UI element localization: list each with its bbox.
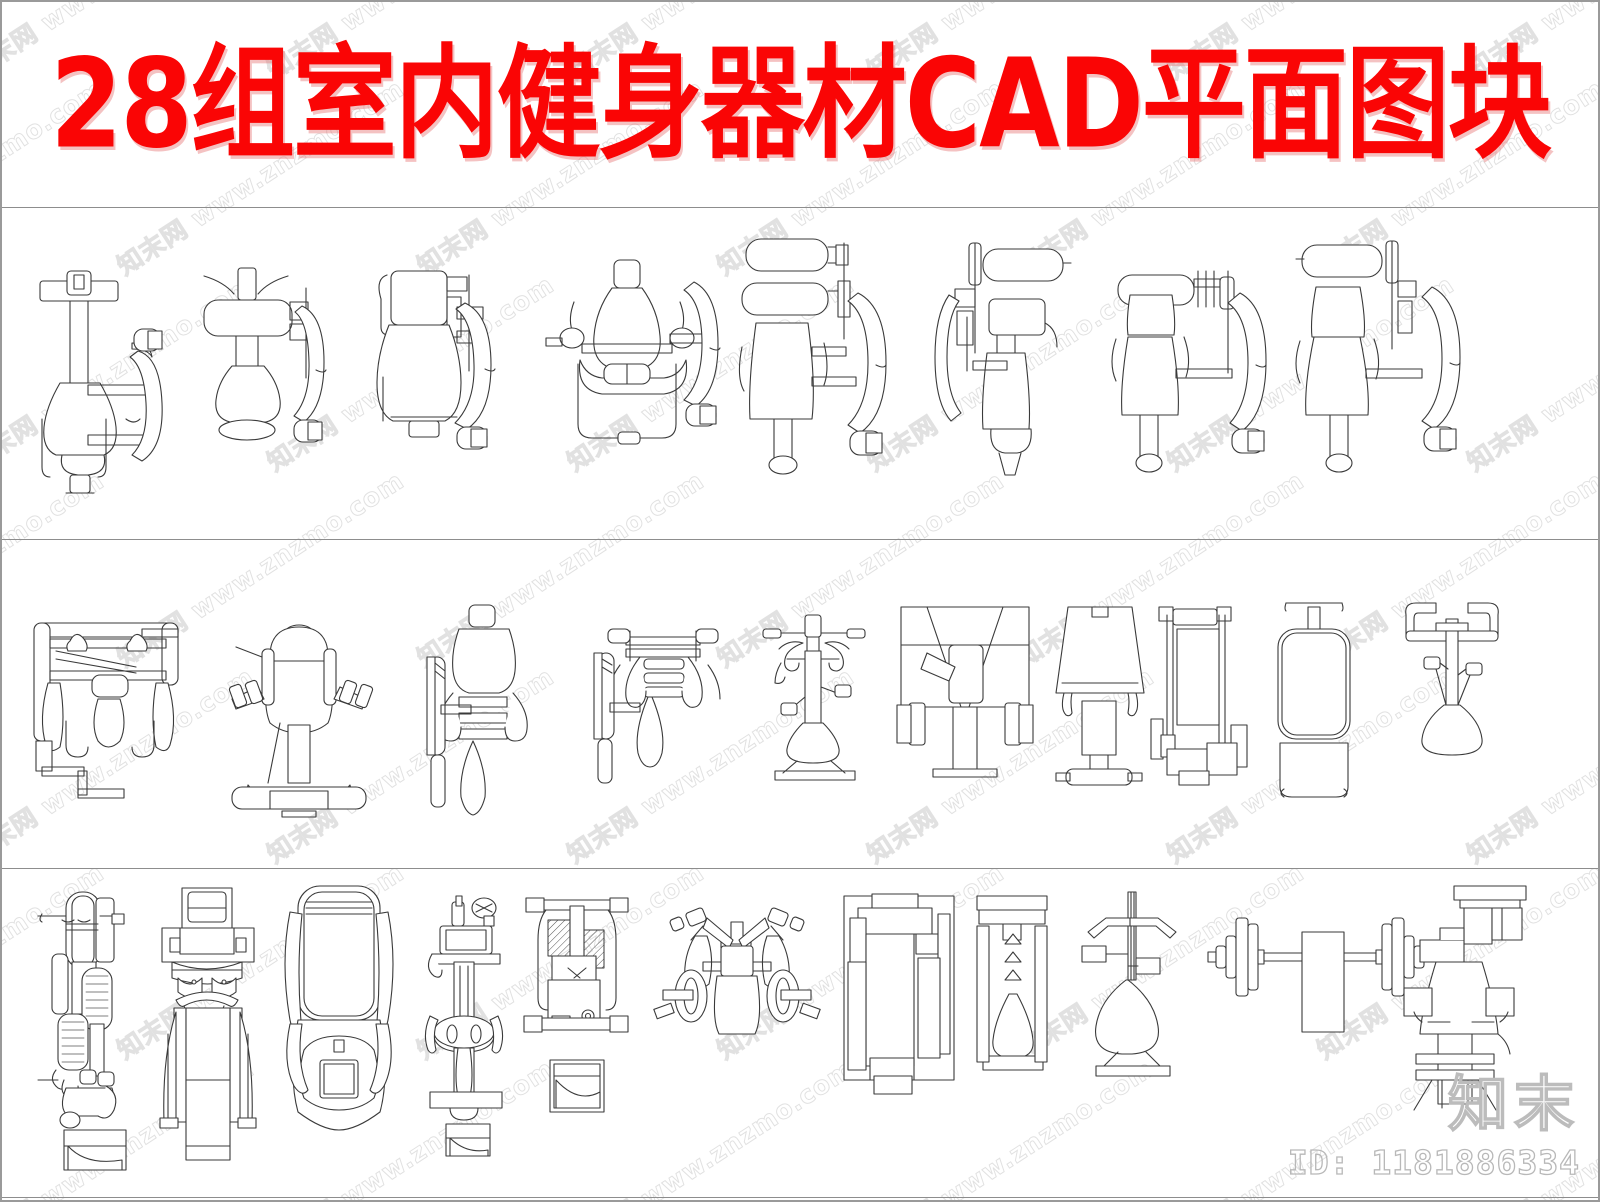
elliptical-trainer-plan[interactable] bbox=[274, 882, 404, 1144]
squat-rack-plan[interactable] bbox=[1392, 601, 1512, 806]
functional-trainer-plan[interactable] bbox=[1402, 882, 1562, 1154]
spin-bike-plan[interactable] bbox=[28, 884, 138, 1174]
sit-up-bench-plan[interactable] bbox=[840, 890, 960, 1102]
dumbbell-rack-plan[interactable] bbox=[967, 890, 1057, 1090]
cable-crossover-tower-plan[interactable] bbox=[757, 611, 872, 796]
olympic-barbell-plan[interactable] bbox=[1204, 904, 1434, 1074]
flat-bench-plan[interactable] bbox=[1264, 599, 1364, 814]
assisted-dip-machine-plan[interactable] bbox=[417, 601, 552, 826]
leg-curl-machine-plan[interactable] bbox=[1102, 237, 1277, 497]
smith-machine-plan[interactable] bbox=[887, 601, 1042, 811]
shoulder-press-machine-plan[interactable] bbox=[198, 262, 338, 492]
equipment-row-2 bbox=[2, 539, 1598, 868]
chest-press-machine-plan[interactable] bbox=[22, 269, 172, 504]
row-divider-2 bbox=[2, 539, 1598, 540]
sheet-bottom-border bbox=[2, 1197, 1598, 1198]
seated-row-machine-plan[interactable] bbox=[732, 235, 897, 500]
row-divider-3 bbox=[2, 868, 1598, 869]
leg-press-machine-plan[interactable] bbox=[1147, 599, 1257, 809]
rowing-machine-plan[interactable] bbox=[522, 892, 632, 1154]
preacher-curl-bench-plan[interactable] bbox=[582, 617, 742, 807]
leg-extension-machine-plan[interactable] bbox=[934, 237, 1097, 497]
page-title: 28组室内健身器材CAD平面图块 bbox=[50, 32, 1552, 176]
row-divider-1 bbox=[2, 207, 1598, 208]
barbell-bench-press-plan[interactable] bbox=[647, 892, 827, 1102]
rotary-torso-machine-plan[interactable] bbox=[224, 599, 374, 829]
pec-fly-machine-plan[interactable] bbox=[542, 252, 732, 497]
multi-station-gym-plan[interactable] bbox=[22, 617, 202, 817]
incline-bench-plan[interactable] bbox=[1052, 601, 1147, 806]
lat-pulldown-machine-plan[interactable] bbox=[357, 257, 517, 492]
equipment-row-1 bbox=[2, 207, 1598, 539]
upright-bike-plan[interactable] bbox=[410, 886, 520, 1158]
abdominal-crunch-machine-plan[interactable] bbox=[1292, 235, 1472, 497]
treadmill-plan[interactable] bbox=[150, 884, 270, 1166]
title-band: 28组室内健身器材CAD平面图块 bbox=[2, 2, 1598, 206]
equipment-row-3 bbox=[2, 868, 1598, 1197]
speed-bag-stand-plan[interactable] bbox=[1080, 888, 1190, 1088]
